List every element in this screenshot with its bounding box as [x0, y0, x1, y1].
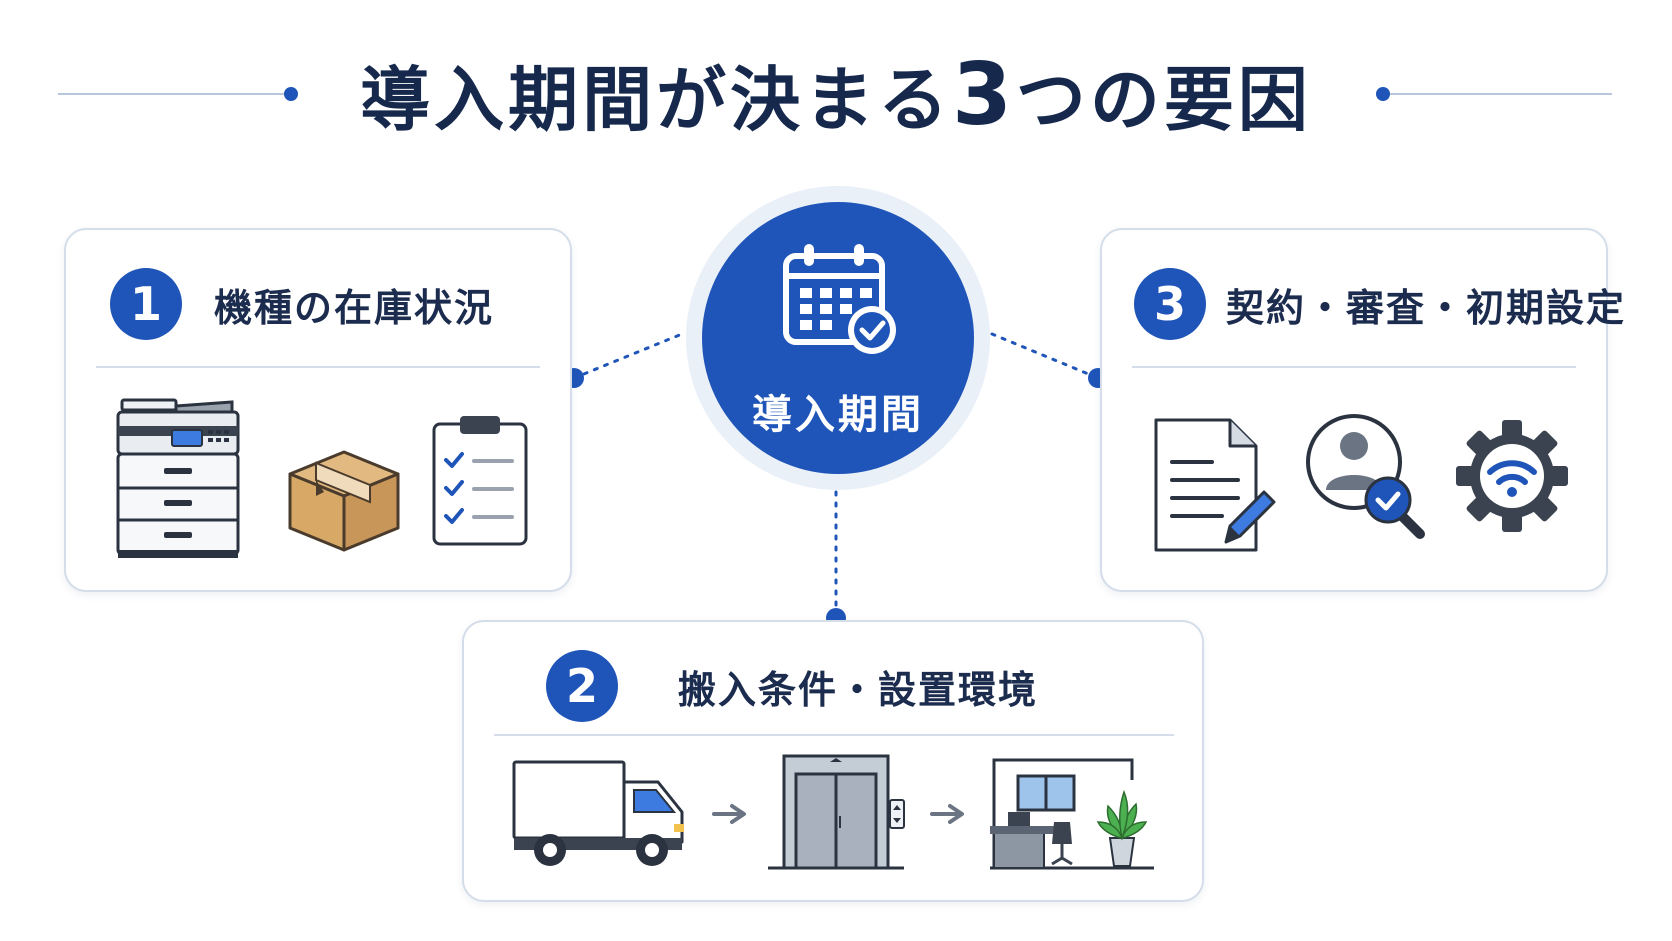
- title-right-dot: [1376, 87, 1390, 101]
- delivery-truck-icon: [512, 760, 684, 866]
- factor-card-3: 3 契約・審査・初期設定: [1100, 228, 1624, 592]
- card-divider: [494, 734, 1174, 736]
- office-room-icon: [990, 758, 1154, 870]
- center-label: 導入期間: [752, 392, 924, 438]
- title-left-line: [58, 93, 284, 95]
- factor-title: 契約・審査・初期設定: [1226, 285, 1627, 330]
- factor-number-badge: 3: [1134, 268, 1206, 340]
- title-left-dot: [284, 87, 298, 101]
- page-title: 導入期間が決まる3つの要因: [360, 45, 1312, 145]
- factor-card-1: 1 機種の在庫状況: [64, 228, 572, 592]
- arrow-right-icon: [930, 804, 964, 824]
- card-divider: [96, 366, 540, 368]
- factor-number-badge: 1: [110, 268, 182, 340]
- factor-card-3-header: 3 契約・審査・初期設定: [1134, 268, 1626, 340]
- factor-card-2-header: 2 搬入条件・設置環境: [546, 650, 1038, 722]
- arrow-right-icon: [712, 804, 746, 824]
- factor-card-2: 2 搬入条件・設置環境: [462, 620, 1204, 902]
- checklist-clipboard-icon: [432, 416, 528, 546]
- factor-number-badge: 2: [546, 650, 618, 722]
- factor-title: 搬入条件・設置環境: [678, 667, 1039, 712]
- user-verification-icon: [1306, 414, 1425, 539]
- title-right-line: [1390, 93, 1612, 95]
- cardboard-box-icon: [288, 450, 400, 552]
- factor-title: 機種の在庫状況: [214, 285, 495, 330]
- copier-icon: [116, 398, 240, 558]
- elevator-icon: [768, 754, 905, 870]
- calendar-check-icon: [783, 244, 896, 354]
- page-title-area: 導入期間が決まる3つの要因: [0, 50, 1672, 141]
- wifi-gear-icon: [1456, 420, 1568, 532]
- contract-document-icon: [1154, 418, 1276, 552]
- center-circle: 導入期間: [702, 202, 974, 474]
- card-divider: [1132, 366, 1576, 368]
- factor-card-1-header: 1 機種の在庫状況: [110, 268, 494, 340]
